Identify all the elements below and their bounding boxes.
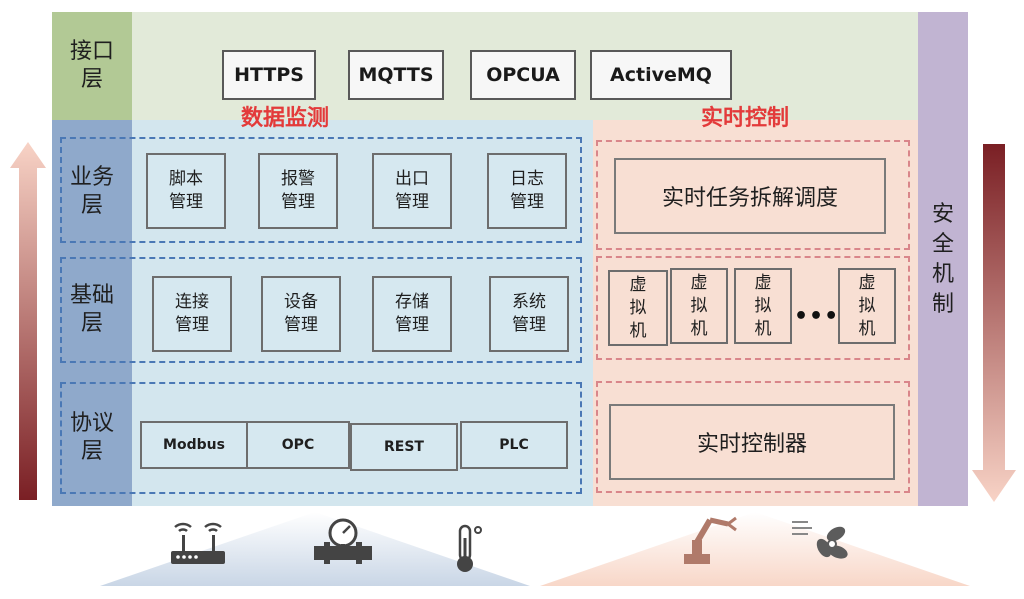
layer-label-column [52, 120, 132, 506]
realtime-controller-group [596, 381, 910, 493]
virtual-machine-box: 虚拟机 [734, 268, 792, 344]
actuators-triangle [540, 512, 970, 586]
log-management-module: 日志管理 [487, 153, 567, 229]
activemq-protocol-box: ActiveMQ [590, 50, 732, 100]
pipe-gauge-icon [314, 518, 372, 564]
foundation-layer-label: 基础层 [69, 283, 114, 336]
virtual-machine-box: 虚拟机 [838, 268, 896, 344]
alarm-management-module: 报警管理 [258, 153, 338, 229]
rest-protocol-module: REST [350, 423, 458, 471]
realtime-task-scheduling-box: 实时任务拆解调度 [614, 158, 886, 234]
virtual-machine-box: 虚拟机 [670, 268, 728, 344]
up-arrow [10, 142, 46, 500]
modbus-protocol-module: Modbus [140, 421, 248, 469]
plc-protocol-module: PLC [460, 421, 568, 469]
thermometer-icon [457, 524, 482, 572]
more-vms-ellipsis: ••• [794, 304, 840, 329]
device-management-module: 设备管理 [261, 276, 341, 352]
security-mechanism-column [918, 12, 968, 506]
storage-management-module: 存储管理 [372, 276, 452, 352]
data-monitoring-title: 数据监测 [241, 106, 330, 131]
export-management-module: 出口管理 [372, 153, 452, 229]
system-management-module: 系统管理 [489, 276, 569, 352]
opcua-protocol-box: OPCUA [470, 50, 576, 100]
virtual-machine-group [596, 256, 910, 360]
business-layer-label: 业务层 [69, 165, 114, 218]
opc-protocol-module: OPC [246, 421, 350, 469]
foundation-layer-group [60, 257, 582, 363]
realtime-controller-box: 实时控制器 [609, 404, 895, 480]
connection-management-module: 连接管理 [152, 276, 232, 352]
virtual-machine-box: 虚拟机 [608, 270, 668, 346]
down-arrow [972, 144, 1016, 502]
interface-layer-label: 接口层 [69, 39, 114, 92]
protocol-layer-label: 协议层 [69, 411, 114, 464]
fan-icon [792, 521, 848, 559]
interface-layer-label-cell [52, 12, 132, 120]
script-management-module: 脚本管理 [146, 153, 226, 229]
robot-arm-icon [684, 516, 737, 564]
realtime-task-group [596, 140, 910, 250]
protocol-layer-group [60, 382, 582, 494]
business-layer-group [60, 137, 582, 243]
realtime-control-title: 实时控制 [701, 106, 790, 131]
router-icon [171, 522, 225, 564]
mqtts-protocol-box: MQTTS [348, 50, 444, 100]
security-mechanism-label: 安全机制 [931, 202, 954, 317]
https-protocol-box: HTTPS [222, 50, 316, 100]
